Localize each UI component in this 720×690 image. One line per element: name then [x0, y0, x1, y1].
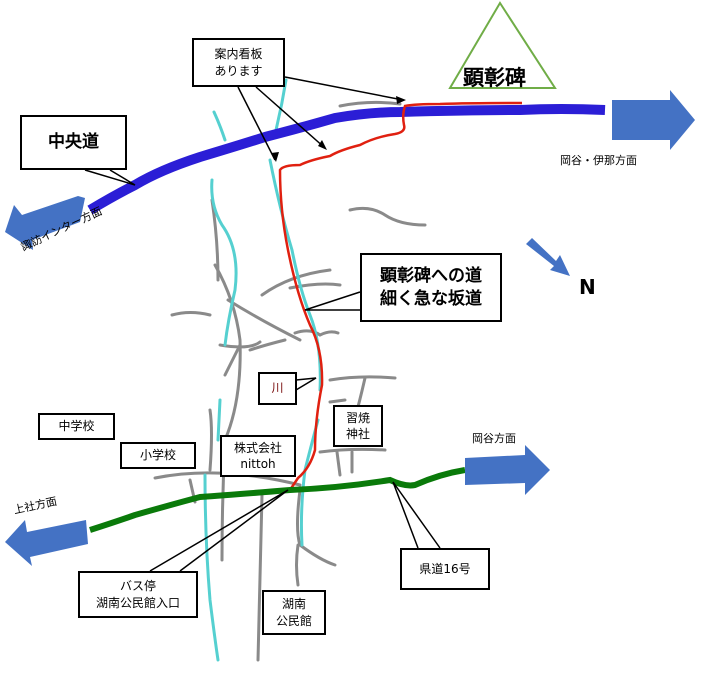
signboard-line1: 案内看板: [214, 47, 263, 62]
arrow-okaya: [465, 445, 550, 495]
route-to-monument: [278, 101, 523, 491]
expressway-callout: 中央道: [20, 115, 127, 170]
north-label: N: [579, 275, 596, 299]
callout-leaders: [84, 76, 441, 572]
direction-okaya-ina: 岡谷・伊那方面: [560, 154, 637, 167]
expressway-chuo: [87, 104, 606, 215]
local-roads: [153, 100, 427, 662]
route-callout: 顕彰碑への道 細く急な坂道: [360, 253, 502, 322]
arrow-kamisha: [5, 520, 88, 566]
junior-high-label: 中学校: [58, 419, 95, 434]
river-callout: 川: [258, 372, 297, 405]
bus-stop-line2: 湖南公民館入口: [95, 595, 180, 610]
bus-stop-callout: バス停 湖南公民館入口: [78, 571, 198, 618]
shrine-line1: 習焼: [345, 410, 370, 425]
direction-okaya: 岡谷方面: [472, 432, 516, 445]
community-hall-line2: 公民館: [275, 613, 312, 628]
expressway-label: 中央道: [48, 132, 99, 153]
mountain-triangle-icon: [448, 1, 557, 89]
monument-label: 顕彰碑: [463, 66, 526, 90]
elementary-callout: 小学校: [120, 442, 196, 469]
junior-high-callout: 中学校: [38, 413, 115, 440]
prefectural-road-label: 県道16号: [419, 561, 471, 576]
arrow-suwa-ic: [5, 196, 85, 250]
community-hall-line1: 湖南: [281, 597, 306, 612]
route-line1: 顕彰碑への道: [380, 265, 482, 286]
signboard-line2: あります: [214, 63, 263, 78]
shrine-line2: 神社: [345, 427, 370, 441]
river-label: 川: [271, 381, 284, 396]
river: [203, 78, 322, 662]
elementary-label: 小学校: [139, 448, 176, 463]
route-line2: 細く急な坂道: [380, 288, 482, 309]
shrine-callout: 習焼 神社: [333, 405, 383, 447]
arrowheads: [271, 96, 406, 162]
bus-stop-line1: バス停: [119, 579, 156, 594]
prefectural-road-callout: 県道16号: [400, 548, 490, 590]
company-callout: 株式会社 nittoh: [220, 435, 296, 477]
prefectural-road-16: [89, 467, 466, 533]
company-line1: 株式会社: [233, 440, 282, 455]
arrow-okaya-ina: [612, 90, 695, 150]
signboard-callout: 案内看板 あります: [192, 38, 285, 87]
community-hall-callout: 湖南 公民館: [262, 590, 326, 635]
company-line2: nittoh: [240, 457, 276, 471]
north-arrow: [526, 238, 570, 276]
